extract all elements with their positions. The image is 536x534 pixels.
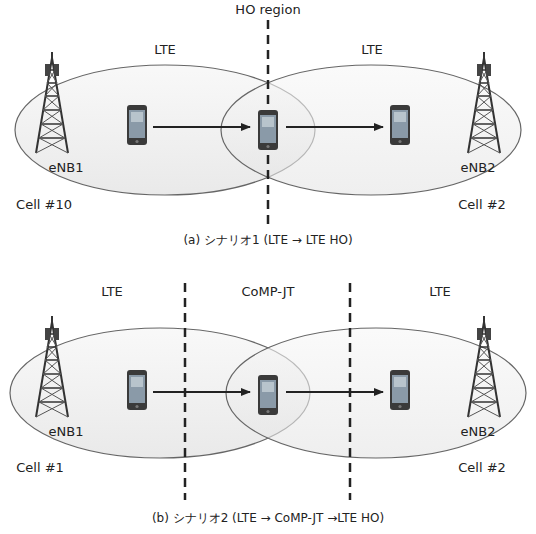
cell-label: Cell #10 [16,197,72,213]
network-label: LTE [429,284,451,300]
base-station-label: eNB1 [49,160,84,176]
region-label: HO region [235,2,300,18]
scenario-caption: (b) シナリオ2 (LTE → CoMP-JT →LTE HO) [152,511,384,525]
network-label: LTE [154,42,176,58]
base-station-label: eNB2 [461,160,496,176]
scenario-caption: (a) シナリオ1 (LTE → LTE HO) [183,233,352,247]
base-station-label: eNB1 [49,424,84,440]
cell-label: Cell #1 [16,460,64,476]
network-label: LTE [361,42,383,58]
cell-label: Cell #2 [458,197,506,213]
network-label: CoMP-JT [242,284,295,300]
base-station-label: eNB2 [461,424,496,440]
network-label: LTE [101,284,123,300]
cell-label: Cell #2 [458,460,506,476]
